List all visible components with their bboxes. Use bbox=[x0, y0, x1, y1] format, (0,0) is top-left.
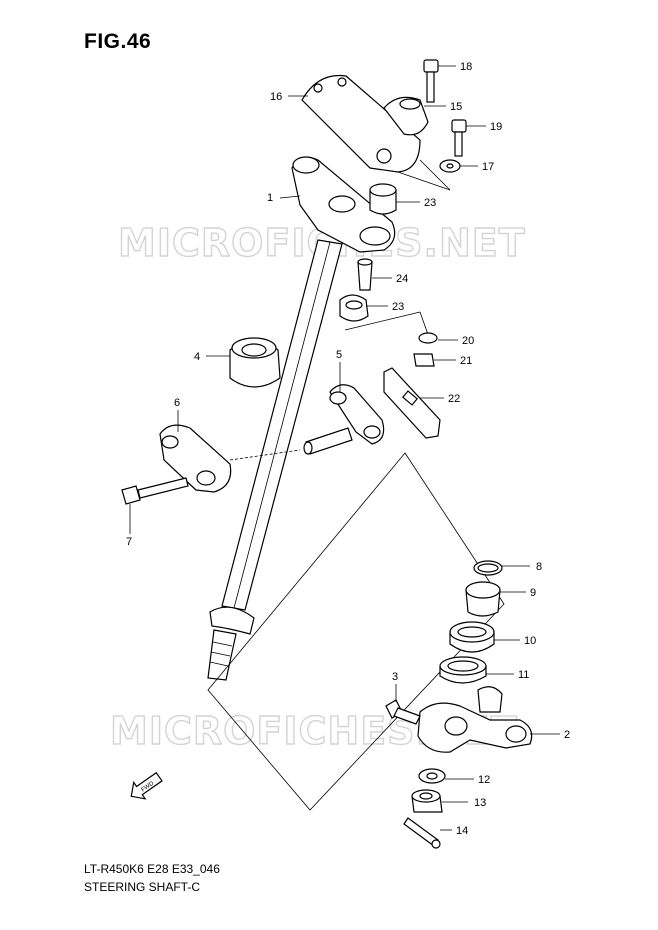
callout-22: 22 bbox=[448, 393, 460, 405]
callout-3: 3 bbox=[392, 671, 398, 683]
callout-7: 7 bbox=[126, 536, 132, 548]
figure-title: FIG.46 bbox=[84, 30, 152, 53]
callouts: 1 2 3 4 5 6 7 8 9 10 11 12 13 14 15 16 1 bbox=[126, 61, 570, 837]
callout-6: 6 bbox=[174, 397, 180, 409]
steering-shaft bbox=[207, 156, 396, 681]
callout-18: 18 bbox=[460, 61, 472, 73]
callout-11: 11 bbox=[518, 669, 529, 681]
callout-13: 13 bbox=[474, 797, 486, 809]
callout-9: 9 bbox=[530, 587, 536, 599]
bolt-3 bbox=[385, 699, 421, 725]
bracket-22 bbox=[383, 367, 441, 439]
callout-1: 1 bbox=[267, 192, 273, 204]
oil-seal-4 bbox=[229, 337, 281, 388]
callout-23-upper: 23 bbox=[424, 197, 436, 209]
callout-2: 2 bbox=[564, 729, 570, 741]
callout-15: 15 bbox=[450, 101, 462, 113]
steering-arm-2 bbox=[417, 686, 533, 753]
callout-5: 5 bbox=[336, 349, 342, 361]
bolt-18 bbox=[423, 59, 439, 103]
callout-24: 24 bbox=[396, 273, 408, 285]
upper-bracket bbox=[301, 74, 421, 173]
washer-20 bbox=[418, 332, 438, 344]
callout-17: 17 bbox=[482, 161, 494, 173]
clamp bbox=[383, 96, 429, 136]
bushing-9 bbox=[465, 581, 501, 617]
pin-24 bbox=[357, 258, 373, 291]
bolt-19 bbox=[451, 119, 467, 157]
seal-11 bbox=[439, 656, 487, 684]
holder-5 bbox=[329, 384, 385, 445]
callout-16: 16 bbox=[270, 91, 282, 103]
callout-4: 4 bbox=[194, 351, 200, 363]
castle-nut-13 bbox=[411, 789, 443, 813]
callout-10: 10 bbox=[524, 635, 536, 647]
figure-name: STEERING SHAFT-C bbox=[84, 880, 201, 894]
nut-21 bbox=[413, 353, 435, 367]
holder-6 bbox=[159, 424, 232, 493]
cotter-pin-14 bbox=[403, 817, 441, 849]
callout-23-lower: 23 bbox=[392, 301, 404, 313]
callout-20: 20 bbox=[462, 335, 474, 347]
figure-code: LT-R450K6 E28 E33_046 bbox=[84, 862, 220, 876]
callout-12: 12 bbox=[478, 774, 490, 786]
fwd-arrow: FWD bbox=[130, 771, 163, 800]
callout-14: 14 bbox=[456, 825, 468, 837]
oil-seal-10 bbox=[449, 621, 495, 653]
callout-19: 19 bbox=[490, 121, 502, 133]
spacer-tube bbox=[303, 427, 353, 455]
bushing-23-lower bbox=[339, 294, 369, 322]
bushing-23-upper bbox=[369, 183, 397, 215]
lower-assembly-outline bbox=[207, 452, 505, 811]
bolt-7 bbox=[121, 477, 189, 505]
callout-8: 8 bbox=[536, 561, 542, 573]
callout-21: 21 bbox=[460, 355, 472, 367]
